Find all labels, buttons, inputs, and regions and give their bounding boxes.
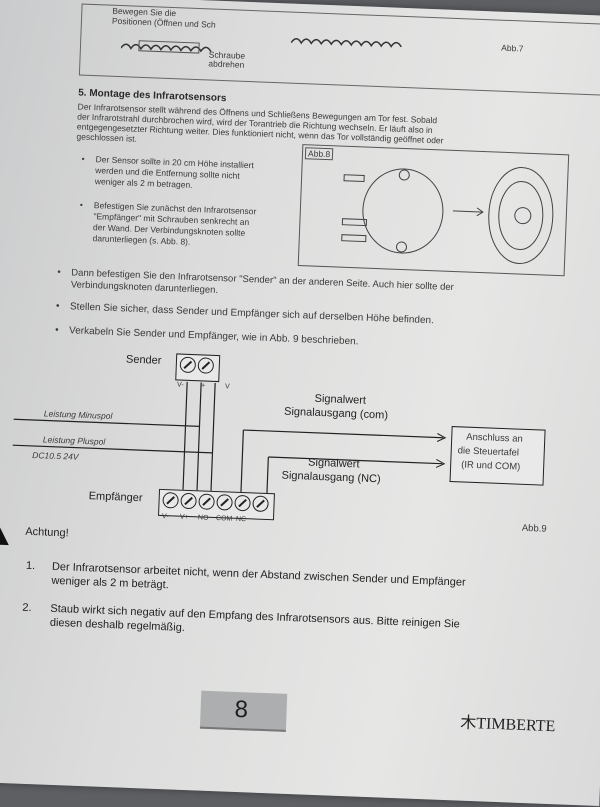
- receiver-label: Empfänger: [88, 490, 143, 505]
- sender-pin-v: V: [224, 383, 230, 391]
- receiver-pin: NO: [197, 514, 209, 522]
- signal-com-label-1: Signalwert: [314, 392, 367, 407]
- intro-line-4: geschlossen ist.: [76, 131, 138, 144]
- signal-nc-label-1: Signalwert: [307, 456, 360, 471]
- warning-icon: !: [0, 522, 10, 546]
- gear-rack-drawing: [120, 38, 402, 54]
- warning-item-1-line-2: weniger als 2 m beträgt.: [51, 574, 169, 592]
- sender-terminal: [197, 357, 215, 374]
- brand-name: TIMBERTE: [475, 715, 556, 736]
- receiver-terminal: [180, 492, 197, 510]
- warning-title: Achtung!: [25, 525, 69, 540]
- fig7-hint-label: abdrehen: [208, 58, 245, 70]
- receiver-pin: NC: [235, 515, 247, 524]
- sender-terminal: [179, 356, 197, 374]
- page-number-box: 8: [199, 690, 288, 732]
- sender-label: Sender: [125, 353, 162, 367]
- receiver-terminal: [252, 495, 269, 513]
- warning-number-1: 1.: [25, 559, 36, 573]
- receiver-pin: COM: [215, 515, 233, 523]
- figure-8: Abb.8: [297, 144, 570, 277]
- sender-pin-plus: +: [200, 382, 206, 390]
- fig7-abb-label: Abb.7: [501, 42, 524, 54]
- tree-icon: ⽊: [459, 714, 477, 733]
- receiver-terminal: [162, 492, 179, 509]
- voltage-label: DC10.5 24V: [32, 449, 79, 462]
- receiver-pin: V-: [161, 512, 169, 521]
- page-number: 8: [234, 695, 249, 724]
- receiver-terminal: [216, 494, 233, 511]
- control-panel-box: Anschluss an die Steuertafel (IR und COM…: [449, 426, 546, 486]
- warning-number-2: 2.: [22, 601, 32, 615]
- wiring-diagram: Sender V- + V Leistung Minuspol Leistung…: [10, 345, 576, 546]
- bullet-5: Verkabeln Sie Sender und Empfänger, wie …: [69, 325, 359, 347]
- receiver-terminal: [234, 494, 251, 512]
- fig9-label: Abb.9: [521, 522, 547, 535]
- brand-logo: ⽊TIMBERTE: [460, 709, 556, 737]
- sensor-mount-drawing: [341, 167, 554, 265]
- control-panel-line-1: Anschluss an: [466, 431, 523, 445]
- control-panel-line-2: die Steuertafel: [457, 445, 520, 459]
- control-panel-line-3: (IR und COM): [460, 459, 521, 473]
- sender-pin-v-minus: V-: [176, 381, 184, 389]
- receiver-terminal: [198, 493, 215, 510]
- bullet-4: Stellen Sie sicher, dass Sender und Empf…: [70, 301, 434, 326]
- wiring-lines: [12, 381, 447, 496]
- warning-item-2-line-2: diesen deshalb regelmäßig.: [49, 616, 186, 634]
- receiver-pin: V+: [179, 513, 189, 522]
- sender-terminal-block: [175, 353, 221, 383]
- figure-7: Bewegen Sie die Positionen (Öffnen und S…: [78, 3, 600, 98]
